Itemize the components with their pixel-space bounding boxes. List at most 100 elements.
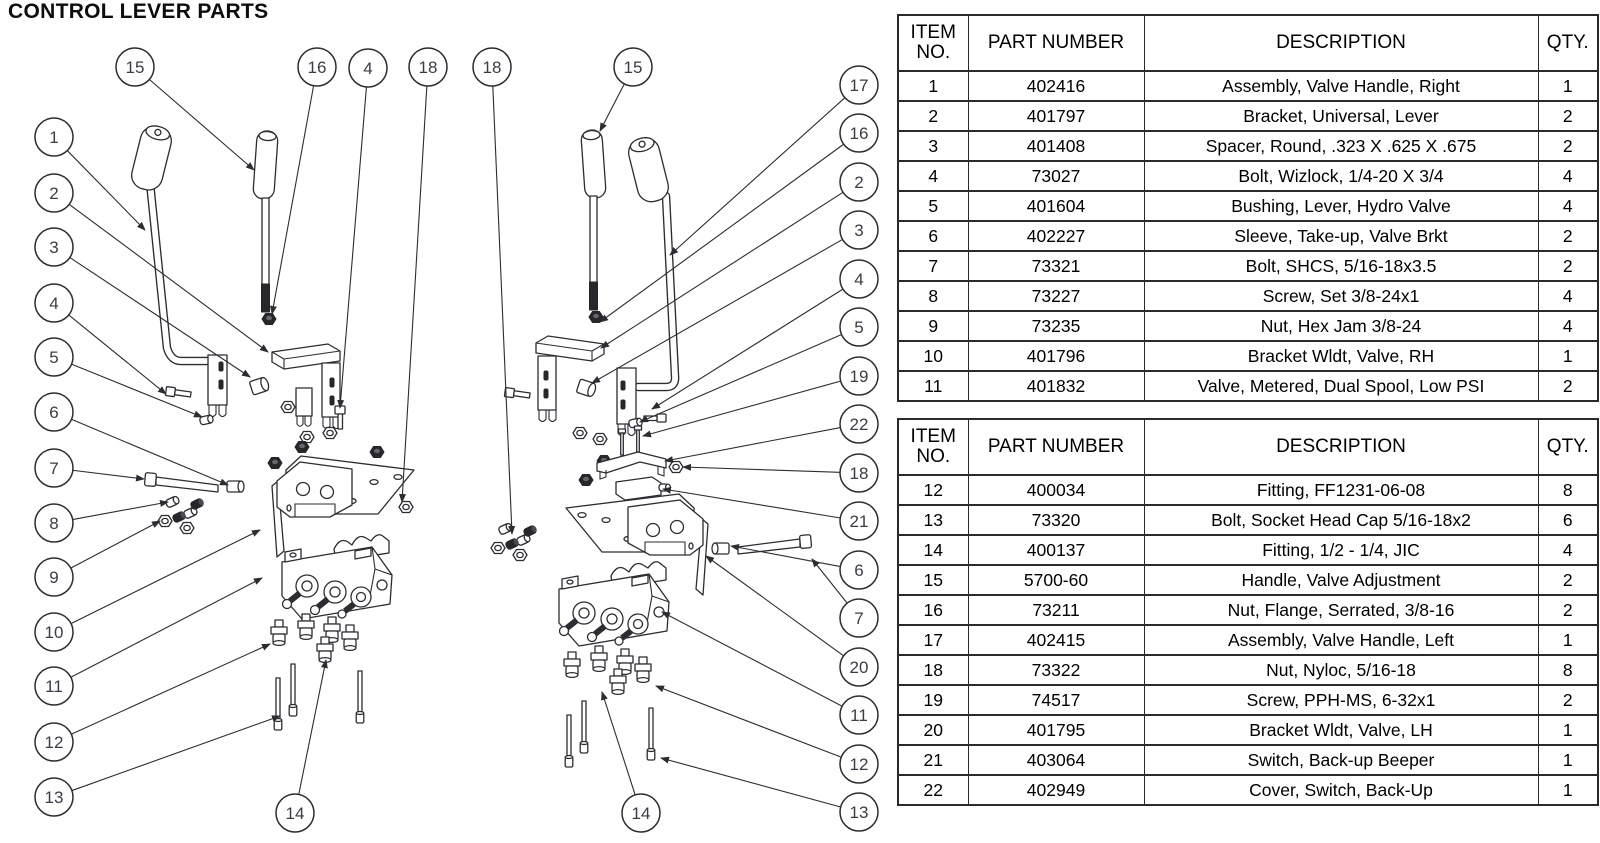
callout-circle-16 [839,113,879,153]
leader-line [298,659,328,794]
callout-circle-10 [34,612,74,652]
callout-circle-4 [34,283,74,323]
table-cell: 14 [897,534,968,565]
callout-circle-2 [839,162,879,202]
column-header: PART NUMBER [967,14,1144,71]
table-cell: Screw, Set 3/8-24x1 [1143,280,1538,311]
table-cell: 73322 [967,654,1144,685]
table-cell: 402416 [967,70,1144,101]
callout-circle-4 [839,259,879,299]
leader-line [67,150,146,231]
table-cell: 8 [897,280,968,311]
leader-line [73,500,169,521]
table-cell: Nut, Nyloc, 5/16-18 [1143,654,1538,685]
table-cell: 2 [1537,220,1598,251]
callout-number: 13 [45,788,64,807]
leader-line [705,555,844,656]
table-cell: 402227 [967,220,1144,251]
table-cell: 2 [1537,100,1598,131]
callout-number: 3 [854,221,863,240]
callout-number: 4 [854,270,863,289]
leader-line [661,611,842,707]
callout-number: 7 [854,609,863,628]
leader-line [71,363,203,418]
leader-line [73,469,145,482]
table-cell: 2 [1537,130,1598,161]
table-cell: Bolt, SHCS, 5/16-18x3.5 [1143,250,1538,281]
leader-line [651,288,843,410]
table-cell: 1 [1537,744,1598,775]
right-assembly-drawing [491,129,813,767]
leader-lines [67,79,848,808]
table-cell: Bolt, Socket Head Cap 5/16-18x2 [1143,504,1538,535]
callout-number: 16 [850,124,869,143]
table-cell: 2 [1537,250,1598,281]
callout-circle-9 [34,557,74,597]
callout-number: 4 [363,59,372,78]
table-cell: 15 [897,564,968,595]
callout-number: 9 [49,568,58,587]
table-cell: 5700-60 [967,564,1144,595]
table-cell: 17 [897,624,968,655]
table-cell: 12 [897,474,968,505]
callout-number: 2 [49,184,58,203]
left-lever-knob [131,125,172,191]
callout-circle-14 [621,793,661,833]
table-cell: Assembly, Valve Handle, Right [1143,70,1538,101]
callout-circle-15 [613,47,653,87]
table-cell: 1 [897,70,968,101]
table-cell: Bracket, Universal, Lever [1143,100,1538,131]
table-cell: 19 [897,684,968,715]
column-header: ITEM NO. [897,14,968,71]
leader-line [70,520,161,569]
callout-number: 11 [45,677,63,696]
leader-line [682,463,840,473]
leader-line [591,239,843,384]
table-cell: 400034 [967,474,1144,505]
table-cell: 401796 [967,340,1144,371]
callout-number: 20 [850,658,869,677]
table-cell: 1 [1537,624,1598,655]
leader-line [599,144,844,323]
table-cell: 73235 [967,310,1144,341]
right-adjustment-handle [580,129,607,199]
table-cell: Nut, Hex Jam 3/8-24 [1143,310,1538,341]
table-cell: 4 [1537,280,1598,311]
table-cell: 401832 [967,370,1144,401]
table-cell: 4 [897,160,968,191]
table-cell: 402415 [967,624,1144,655]
table-cell: 1 [1537,340,1598,371]
table-cell: 8 [1537,654,1598,685]
table-cell: 2 [1537,594,1598,625]
table-cell: 1 [1537,714,1598,745]
table-cell: 4 [1537,160,1598,191]
table-cell: 9 [897,310,968,341]
column-header: QTY. [1537,418,1598,475]
callout-circle-4 [348,48,388,88]
callout-number: 1 [49,128,58,147]
table-cell: Bracket Wldt, Valve, RH [1143,340,1538,371]
table-cell: Bolt, Wizlock, 1/4-20 X 3/4 [1143,160,1538,191]
callout-circle-3 [839,210,879,250]
table-cell: Valve, Metered, Dual Spool, Low PSI [1143,370,1538,401]
table-cell: 401797 [967,100,1144,131]
table-cell: Sleeve, Take-up, Valve Brkt [1143,220,1538,251]
table-cell: 73320 [967,504,1144,535]
leader-line [811,558,848,604]
table-cell: 2 [1537,684,1598,715]
callout-number: 18 [850,464,869,483]
callout-circle-18 [472,47,512,87]
